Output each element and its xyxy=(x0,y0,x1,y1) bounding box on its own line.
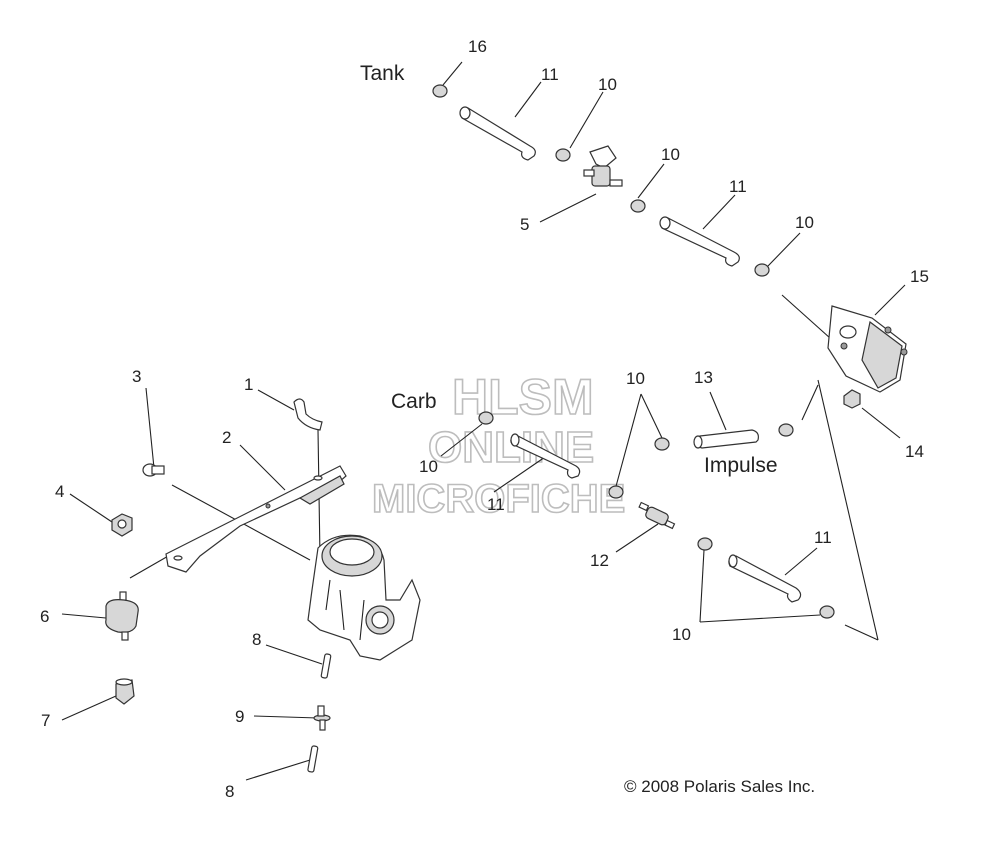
callout-6: 6 xyxy=(40,607,49,626)
part-15-fuel-pump xyxy=(827,305,908,393)
callout-1: 1 xyxy=(244,375,253,394)
part-10-clamp-d xyxy=(819,605,835,619)
part-5-fuel-valve xyxy=(583,145,623,187)
part-10-clamp-c xyxy=(697,537,713,551)
callout-11a: 11 xyxy=(541,65,559,84)
callout-3: 3 xyxy=(132,367,141,386)
part-16-clamp xyxy=(432,84,448,98)
leader-lines xyxy=(61,61,906,781)
part-10-clamp-tank-3 xyxy=(754,263,770,277)
part-10-clamp-carb xyxy=(478,411,494,425)
part-8-pin-lower xyxy=(307,745,319,773)
part-9-fitting xyxy=(313,705,331,731)
part-10-clamp-impulse xyxy=(778,423,794,437)
part-1-vent-hose xyxy=(293,398,323,431)
callout-2: 2 xyxy=(222,428,231,447)
callout-14: 14 xyxy=(905,442,924,461)
part-12-fuel-filter xyxy=(638,501,676,530)
part-8-pin-upper xyxy=(320,653,332,679)
callout-10b: 10 xyxy=(661,145,680,164)
callouts: 16 11 10 5 10 11 10 15 14 13 10 10 11 12… xyxy=(40,37,929,801)
part-6-mount xyxy=(105,591,139,641)
part-10-clamp-tank-2 xyxy=(630,199,646,213)
callout-10d: 10 xyxy=(626,369,645,388)
label-tank: Tank xyxy=(360,62,405,85)
watermark-line3: MICROFICHE xyxy=(372,477,625,521)
callout-11d: 11 xyxy=(814,528,832,547)
callout-10e: 10 xyxy=(419,457,438,476)
callout-10c: 10 xyxy=(795,213,814,232)
callout-4: 4 xyxy=(55,482,64,501)
callout-8a: 8 xyxy=(252,630,261,649)
copyright: © 2008 Polaris Sales Inc. xyxy=(624,777,815,796)
word-labels: Tank Carb Impulse xyxy=(360,62,778,477)
label-impulse: Impulse xyxy=(704,454,778,477)
part-11-hose-lower xyxy=(728,554,802,603)
callout-11c: 11 xyxy=(487,495,505,514)
callout-13: 13 xyxy=(694,368,713,387)
label-carb: Carb xyxy=(391,390,437,413)
part-4-nut xyxy=(111,513,133,537)
callout-16: 16 xyxy=(468,37,487,56)
callout-12: 12 xyxy=(590,551,609,570)
callout-5: 5 xyxy=(520,215,529,234)
callout-10f: 10 xyxy=(672,625,691,644)
callout-15: 15 xyxy=(910,267,929,286)
part-11-hose-tank xyxy=(459,106,536,161)
callout-8b: 8 xyxy=(225,782,234,801)
part-13-hose-impulse xyxy=(693,429,759,449)
watermark: HLSM ONLINE MICROFICHE xyxy=(371,368,626,522)
callout-11b: 11 xyxy=(729,177,747,196)
part-10-clamp-tank-1 xyxy=(555,148,571,162)
carburetor xyxy=(307,534,421,661)
part-2-bracket xyxy=(165,465,347,573)
callout-10a: 10 xyxy=(598,75,617,94)
watermark-line1: HLSM xyxy=(452,369,594,425)
part-10-clamp-a xyxy=(654,437,670,451)
part-3-bolt xyxy=(142,463,165,477)
part-7-grommet xyxy=(115,678,135,705)
part-14-nut xyxy=(843,389,861,409)
callout-7: 7 xyxy=(41,711,50,730)
part-11-hose-carb xyxy=(510,433,581,479)
part-10-clamp-b xyxy=(608,485,624,499)
part-11-hose-mid xyxy=(659,216,740,267)
callout-9: 9 xyxy=(235,707,244,726)
